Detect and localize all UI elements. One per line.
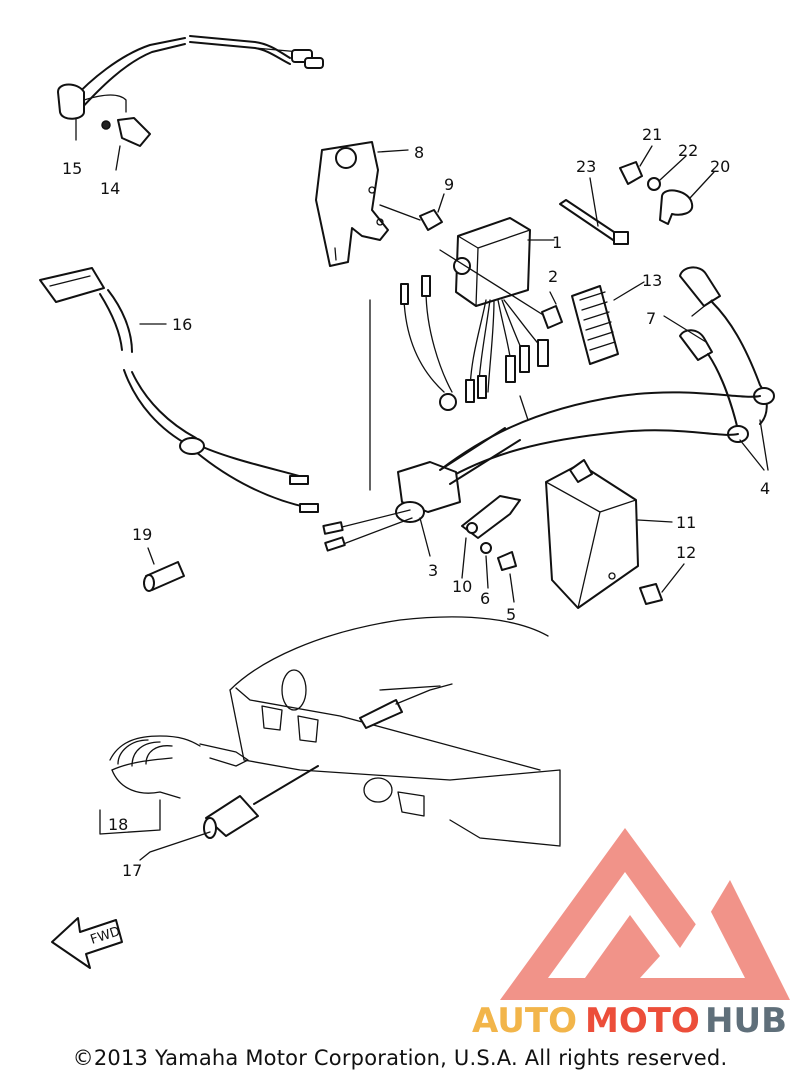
bracket-part-8 [315,141,443,267]
callout-6: 6 [480,589,490,608]
cdi-unit-part-1 [400,217,563,411]
callout-5: 5 [506,605,516,624]
callout-numbers: 1 2 3 4 5 6 7 8 9 10 11 12 13 14 15 16 1… [62,125,770,880]
callout-11: 11 [676,513,696,532]
callout-15: 15 [62,159,82,178]
watermark-hub: HUB [705,1001,787,1041]
callout-17: 17 [122,861,142,880]
callout-16: 16 [172,315,192,334]
copyright-footer: ©2013 Yamaha Motor Corporation, U.S.A. A… [72,1046,728,1070]
cover-part-11 [545,459,663,609]
cable-tie-part-23 [559,199,629,245]
callout-18: 18 [108,815,128,834]
callout-19: 19 [132,525,152,544]
stop-switch-part-17 [203,765,319,839]
callout-3: 3 [428,561,438,580]
plug-caps-part-7 [679,266,775,443]
ignition-coil-part-3 [322,299,521,552]
callout-14: 14 [100,179,120,198]
fwd-arrow: FWD [51,917,123,969]
lanyard-part-18 [109,735,249,799]
callout-4: 4 [760,479,770,498]
watermark-auto: AUTO [472,1001,577,1041]
callout-20: 20 [710,157,730,176]
callout-21: 21 [642,125,662,144]
bracket-part-10 [461,495,521,571]
leader-lines [75,117,769,861]
callout-13: 13 [642,271,662,290]
callout-22: 22 [678,141,698,160]
callout-1: 1 [552,233,562,252]
callout-23: 23 [576,157,596,176]
callout-8: 8 [414,143,424,162]
sleeve-part-19 [143,561,185,592]
callout-2: 2 [548,267,558,286]
cowling-outline [229,616,561,847]
ht-leads-part-4 [439,391,761,481]
clamp-parts-20-21-22 [619,161,694,225]
callout-7: 7 [646,309,656,328]
watermark-moto: MOTO [585,1001,700,1041]
watermark-text: AUTO MOTO HUB [472,1001,787,1041]
watermark-logo [500,828,790,1000]
callout-9: 9 [444,175,454,194]
harness-top-left [57,35,324,147]
callout-10: 10 [452,577,472,596]
callout-12: 12 [676,543,696,562]
terminal-block-part-13 [571,285,619,365]
harness-part-16 [39,267,319,513]
